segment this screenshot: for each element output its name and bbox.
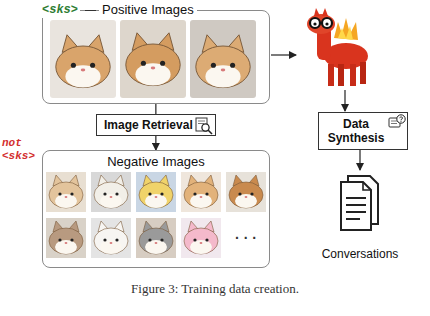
flow-arrow <box>359 150 360 170</box>
process-box: Image Retrieval <box>96 114 216 136</box>
output-label: Conversations <box>318 247 402 262</box>
positive-photos <box>50 20 256 98</box>
title-dash <box>85 10 96 11</box>
process-box: Data Synthesis <box>318 112 408 150</box>
flow-arrow <box>155 104 156 114</box>
group-box: <sks>Positive Images <box>42 10 270 104</box>
search-icon <box>195 117 213 135</box>
model-arrows <box>271 55 345 111</box>
group-title: Negative Images <box>43 154 269 170</box>
token-label: <sks> <box>40 2 80 18</box>
ellipsis-label: · · · <box>226 230 266 246</box>
negative-photos <box>46 172 266 258</box>
group-title: Positive Images <box>99 2 197 18</box>
flow-arrow <box>155 136 156 150</box>
document-icon <box>338 174 382 232</box>
group-box: not <sks>Negative Images <box>42 150 270 268</box>
chat-question-icon <box>388 114 406 132</box>
box-label: Image Retrieval <box>104 118 193 132</box>
box-label: Data Synthesis <box>325 117 387 145</box>
output-node: Conversations <box>318 170 402 266</box>
token-label: not <sks> <box>2 137 40 163</box>
figure-caption: Figure 3: Training data creation. <box>0 281 430 297</box>
llama-model-icon <box>307 8 368 86</box>
